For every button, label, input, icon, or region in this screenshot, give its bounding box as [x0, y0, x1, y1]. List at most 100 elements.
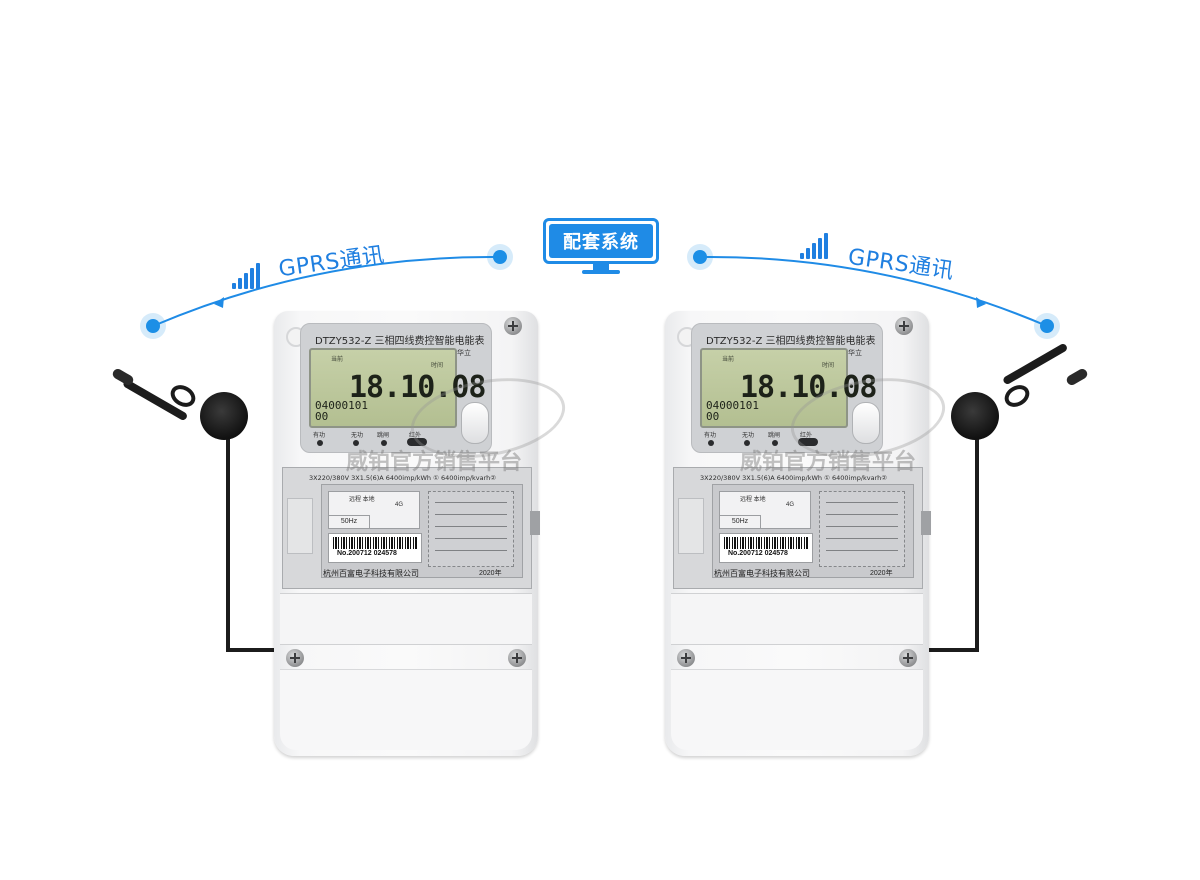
mode-text: 远程 本地	[740, 497, 766, 503]
lcd-sub-line2: 00	[706, 410, 720, 423]
left-meter-dot	[140, 313, 166, 339]
wiring-schematic	[819, 491, 905, 567]
manufacture-year: 2020年	[870, 570, 893, 577]
meter-model-title: DTZY532-Z 三相四线费控智能电能表	[706, 336, 876, 347]
antenna-base-icon	[200, 392, 248, 440]
screw-icon	[677, 649, 695, 667]
brand-logo: 华立	[457, 346, 489, 392]
screw-icon	[504, 317, 522, 335]
led-icon	[381, 440, 387, 446]
nameplate: 远程 本地 4G 50Hz No.200712 024578	[321, 484, 523, 578]
brand-name: 华立	[848, 350, 862, 357]
brand-name: 华立	[457, 350, 471, 357]
led-label-infrared: 红外	[409, 433, 422, 439]
right-arrow-icon	[976, 297, 986, 308]
serial-number: No.200712 024578	[337, 550, 397, 557]
screw-icon	[895, 317, 913, 335]
led-label-infrared: 红外	[800, 433, 813, 439]
frequency-label: 50Hz	[328, 515, 370, 529]
barcode-label: No.200712 024578	[719, 533, 813, 563]
lcd-display: 当前 时间 18.10.08 04000101 00	[309, 348, 486, 428]
terminal-panel: 3X220/380V 3X1.5(6)A 6400imp/kWh ① 6400i…	[673, 467, 923, 589]
display-panel: DTZY532-Z 三相四线费控智能电能表 当前 时间 18.10.08 040…	[300, 323, 492, 453]
lcd-label-time: 时间	[822, 362, 835, 369]
lcd-display: 当前 时间 18.10.08 04000101 00	[700, 348, 877, 428]
led-icon	[744, 440, 750, 446]
left-arc	[152, 255, 501, 327]
meter-model-title: DTZY532-Z 三相四线费控智能电能表	[315, 336, 485, 347]
system-label: 配套系统	[549, 224, 653, 258]
lcd-label-time: 时间	[431, 362, 444, 369]
led-label-active: 有功	[704, 433, 717, 439]
right-meter-dot	[1034, 313, 1060, 339]
lcd-sub-line1: 04000101	[315, 399, 368, 412]
screw-icon	[286, 649, 304, 667]
led-label-trip: 跳闸	[377, 433, 390, 439]
terminal-cover	[671, 669, 923, 750]
left-arrow-icon	[214, 297, 224, 308]
led-label-active: 有功	[313, 433, 326, 439]
meter-specs: 3X220/380V 3X1.5(6)A 6400imp/kWh ① 6400i…	[700, 474, 888, 482]
barcode-label: No.200712 024578	[328, 533, 422, 563]
lcd-sub: 04000101 00	[706, 400, 759, 422]
system-monitor-icon: 配套系统	[543, 218, 659, 264]
terminal-cover	[280, 669, 532, 750]
smart-meter-left: DTZY532-Z 三相四线费控智能电能表 当前 时间 18.10.08 040…	[274, 311, 540, 756]
lcd-sub-line2: 00	[315, 410, 329, 423]
led-icon	[317, 440, 323, 446]
lcd-label-current: 当前	[722, 356, 735, 363]
screw-icon	[899, 649, 917, 667]
signal-strength-icon	[800, 233, 830, 259]
nameplate: 远程 本地 4G 50Hz No.200712 024578	[712, 484, 914, 578]
display-panel: DTZY532-Z 三相四线费控智能电能表 当前 时间 18.10.08 040…	[691, 323, 883, 453]
terminal-latch	[678, 498, 704, 554]
network-type: 4G	[395, 502, 404, 508]
manufacturer: 杭州百富电子科技有限公司	[323, 569, 419, 578]
lcd-label-current: 当前	[331, 356, 344, 363]
left-system-dot	[487, 244, 513, 270]
brand-logo: 华立	[848, 346, 880, 392]
terminal-cover-rim	[671, 593, 923, 645]
mode-text: 远程 本地	[349, 497, 375, 503]
led-label-reactive: 无功	[351, 433, 364, 439]
antenna-cable	[927, 426, 979, 652]
lcd-reading: 18.10.08	[740, 370, 877, 405]
led-icon	[708, 440, 714, 446]
network-type: 4G	[786, 502, 795, 508]
barcode-icon	[724, 537, 808, 549]
antenna-base-icon	[951, 392, 999, 440]
screw-icon	[508, 649, 526, 667]
manufacturer: 杭州百富电子科技有限公司	[714, 569, 810, 578]
barcode-icon	[333, 537, 417, 549]
infrared-port-icon	[798, 438, 818, 446]
serial-number: No.200712 024578	[728, 550, 788, 557]
watermark-right: 威铂官方销售平台	[740, 450, 917, 475]
wiring-schematic	[428, 491, 514, 567]
side-clip	[530, 511, 540, 535]
right-system-dot	[687, 244, 713, 270]
lcd-sub-line1: 04000101	[706, 399, 759, 412]
terminal-latch	[287, 498, 313, 554]
smart-meter-right: DTZY532-Z 三相四线费控智能电能表 当前 时间 18.10.08 040…	[665, 311, 931, 756]
infrared-port-icon	[407, 438, 427, 446]
led-icon	[353, 440, 359, 446]
watermark-left: 威铂官方销售平台	[346, 450, 523, 475]
right-arc	[699, 255, 1048, 327]
display-button[interactable]	[852, 402, 880, 444]
lcd-sub: 04000101 00	[315, 400, 368, 422]
side-clip	[921, 511, 931, 535]
signal-strength-icon	[232, 263, 262, 289]
antenna-cable	[226, 426, 278, 652]
lcd-reading: 18.10.08	[349, 370, 486, 405]
terminal-cover-rim	[280, 593, 532, 645]
monitor-stand	[593, 264, 609, 270]
led-label-reactive: 无功	[742, 433, 755, 439]
monitor-base	[582, 270, 620, 274]
led-icon	[772, 440, 778, 446]
meter-specs: 3X220/380V 3X1.5(6)A 6400imp/kWh ① 6400i…	[309, 474, 497, 482]
display-button[interactable]	[461, 402, 489, 444]
frequency-label: 50Hz	[719, 515, 761, 529]
led-label-trip: 跳闸	[768, 433, 781, 439]
